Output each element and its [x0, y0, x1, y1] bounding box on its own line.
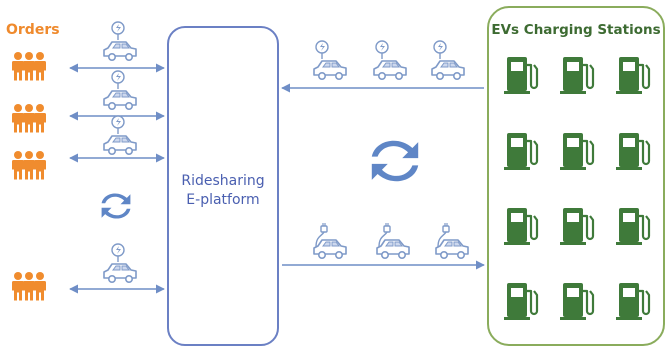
ev-car-plugged-icon: [313, 222, 347, 260]
sync-arrows-icon: [371, 140, 419, 182]
ev-car-icon: [431, 40, 465, 80]
orders-group-3: [12, 151, 46, 180]
sync-arrows-icon: [101, 193, 131, 219]
orders-group-1: [12, 52, 46, 81]
stations-title: EVs Charging Stations: [491, 22, 661, 38]
ev-car-icon: [313, 40, 347, 80]
ev-car-icon: [103, 243, 137, 284]
orders-group-4: [12, 272, 46, 301]
ridesharing-platform-box: [167, 26, 279, 346]
ev-car-icon: [103, 70, 137, 110]
orders-group-2: [12, 104, 46, 133]
platform-label-line2: E-platform: [186, 192, 260, 208]
ev-car-plugged-icon: [435, 222, 469, 260]
platform-label: Ridesharing E-platform: [167, 172, 279, 210]
platform-label-line1: Ridesharing: [181, 173, 265, 189]
ev-car-plugged-icon: [376, 222, 410, 260]
ev-car-icon: [373, 40, 407, 80]
ev-car-icon: [103, 21, 137, 62]
orders-title: Orders: [6, 22, 60, 38]
charging-stations-box: [487, 6, 665, 346]
ev-car-icon: [103, 115, 137, 155]
